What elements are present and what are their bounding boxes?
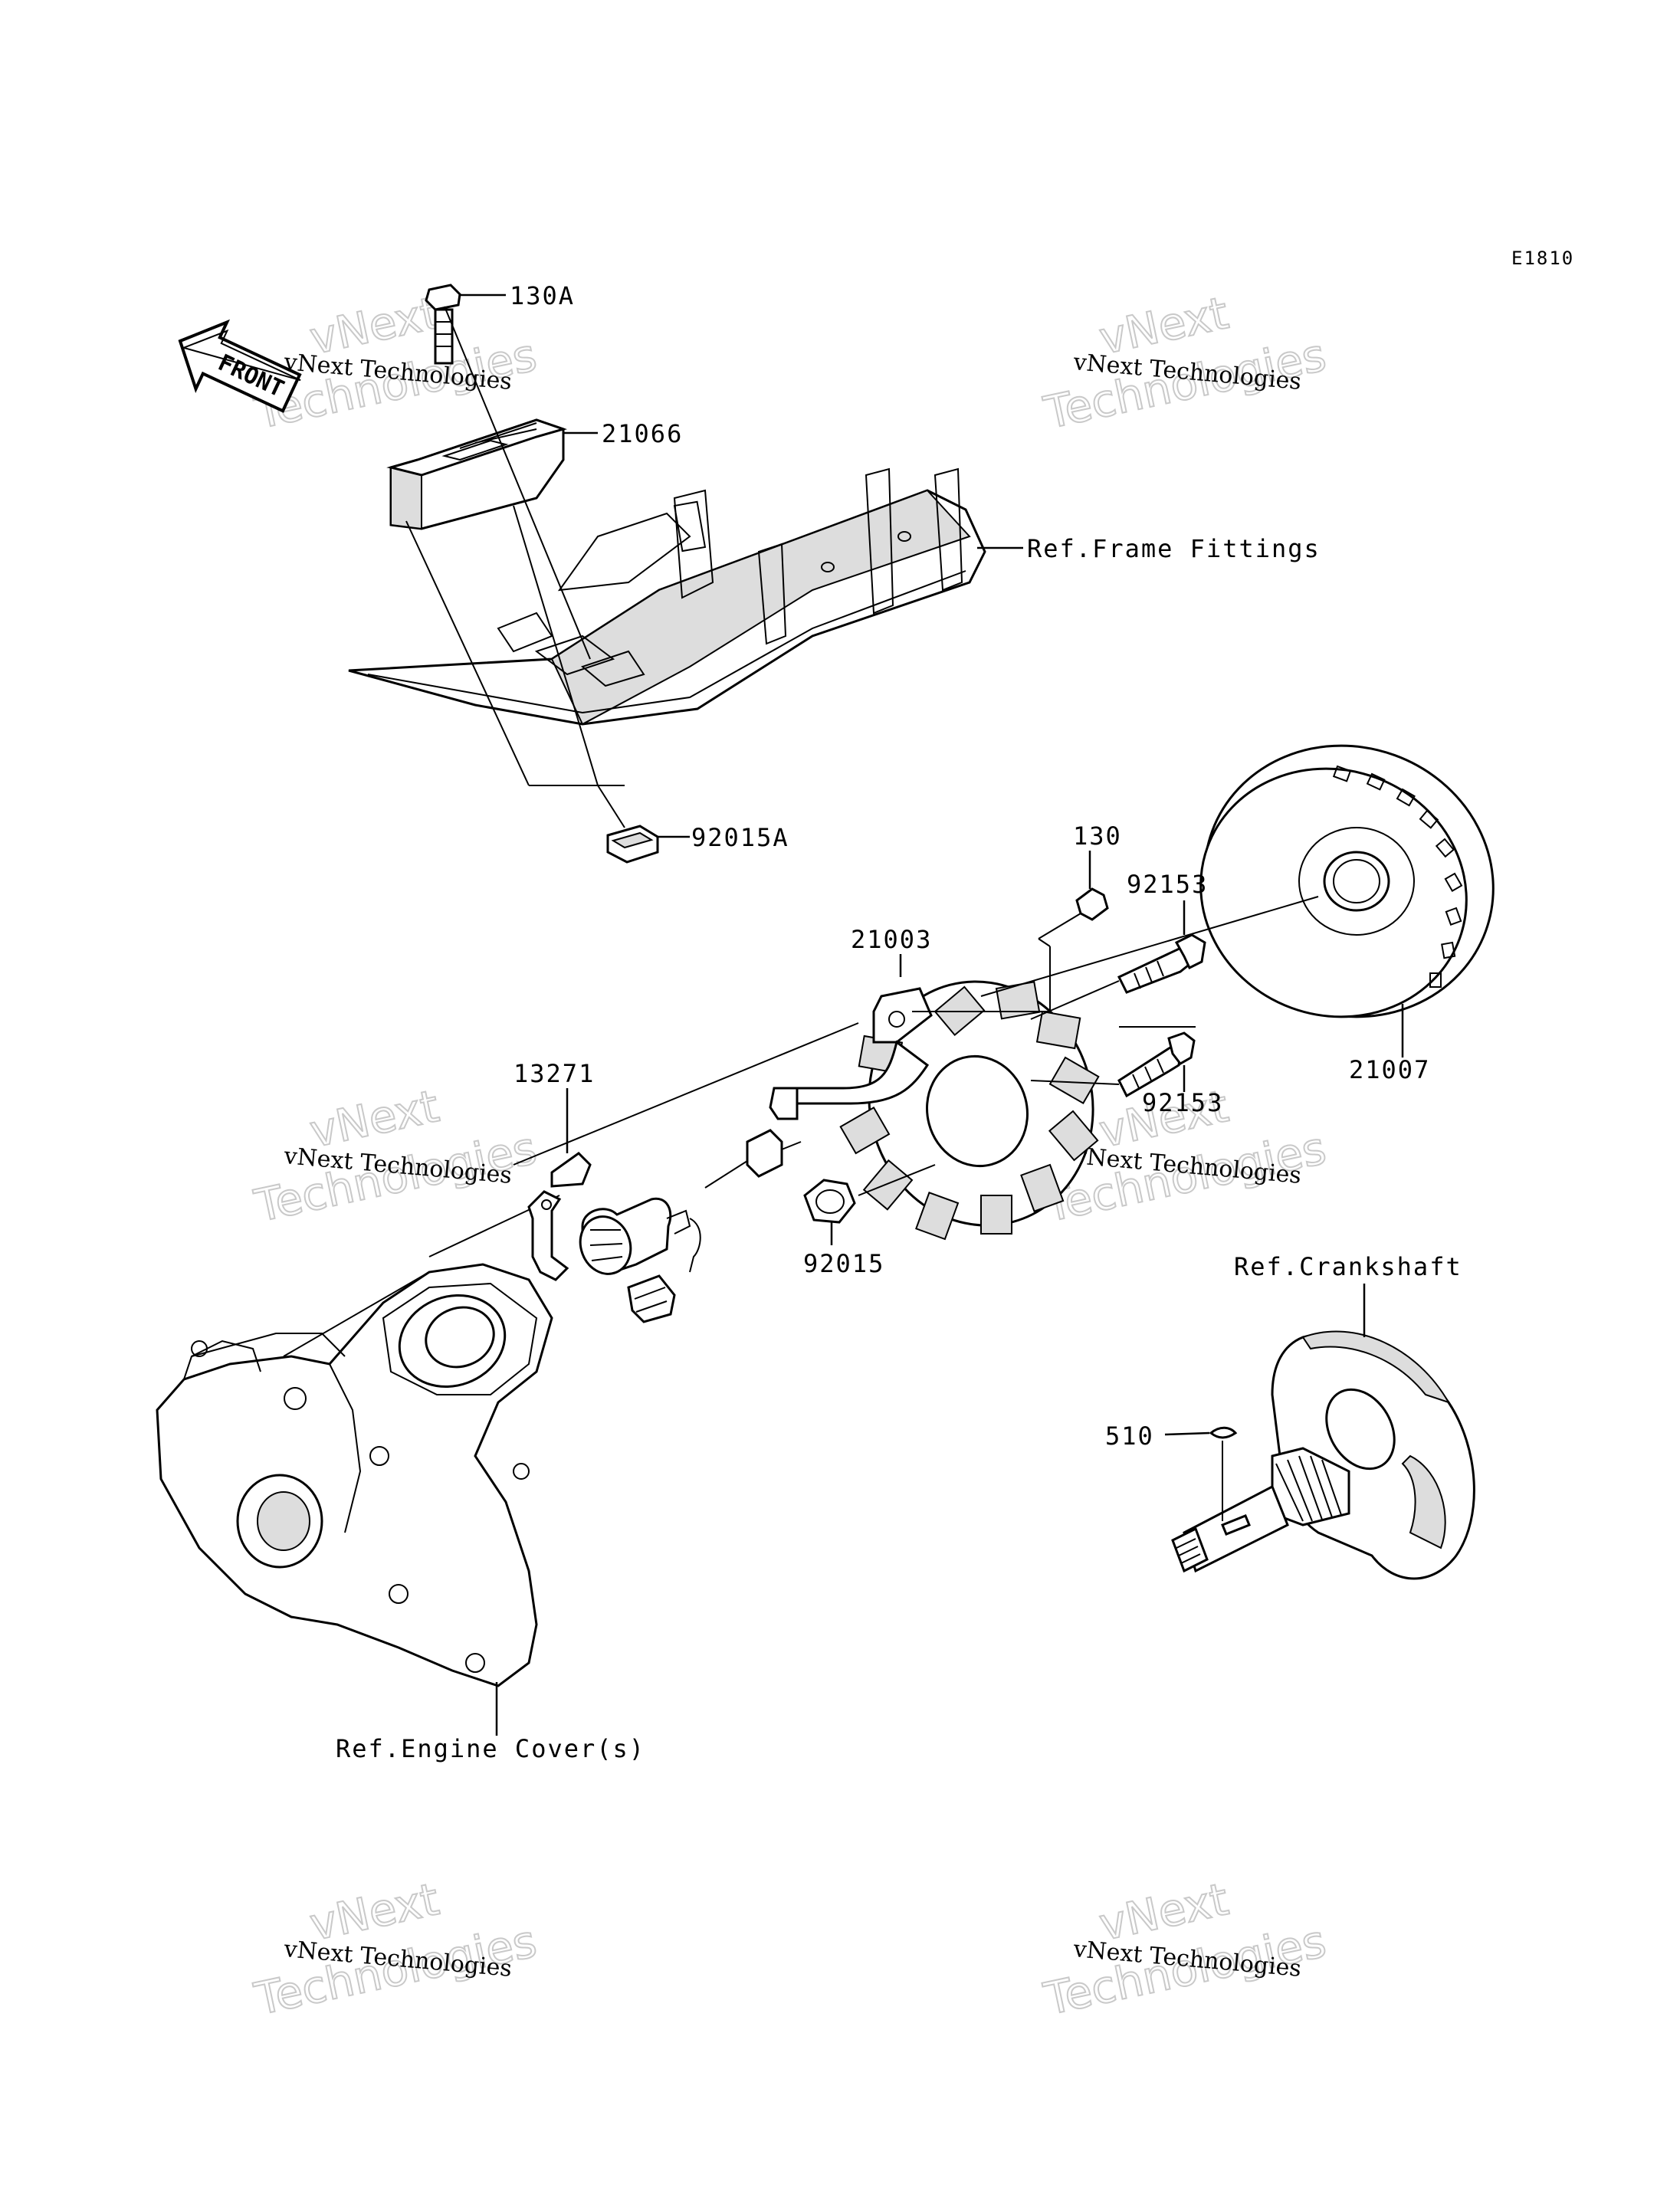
label-92153-upper: 92153 [1127,870,1208,899]
stator-21003 [796,946,1100,1241]
plate-13271 [527,1088,592,1281]
watermark-mid-left: vNext Technologies [249,1079,542,1233]
leader-lines-mid [428,896,1319,1258]
label-21003: 21003 [851,925,932,954]
wire-harness [579,1087,802,1323]
label-130: 130 [1073,821,1122,851]
label-130a: 130A [510,281,575,310]
label-13271: 13271 [514,1059,595,1088]
nut-92015a [606,825,690,864]
bolt-130a [425,284,506,365]
watermark-top-right: vNext Technologies [1039,286,1331,440]
flywheel-21007 [1199,744,1495,1058]
leader-lines-top [405,306,625,828]
diagram-code: E1810 [1511,248,1574,269]
label-92153-lower: 92153 [1142,1088,1223,1117]
bolt-92153-lower [1117,1031,1196,1098]
bolt-130 [1038,851,1109,939]
label-ref-engine-cover: Ref.Engine Cover(s) [336,1734,645,1763]
engine-cover [156,1263,553,1736]
label-21066: 21066 [602,419,683,448]
frame-fitting [348,467,1023,726]
label-21007: 21007 [1349,1055,1430,1084]
regulator-21066 [386,418,598,530]
label-ref-crankshaft: Ref.Crankshaft [1234,1252,1462,1281]
watermark-bottom-right: vNext Technologies [1039,1872,1331,2026]
label-510: 510 [1105,1421,1154,1451]
label-92015: 92015 [803,1249,884,1278]
crankshaft [1171,1284,1475,1580]
bolt-92153-upper [1117,900,1206,994]
label-92015a: 92015A [691,823,789,852]
label-ref-frame-fittings: Ref.Frame Fittings [1027,534,1321,563]
key-510 [1164,1426,1238,1521]
watermark-bottom-left: vNext Technologies [249,1872,542,2026]
nut-92015 [803,1179,856,1245]
